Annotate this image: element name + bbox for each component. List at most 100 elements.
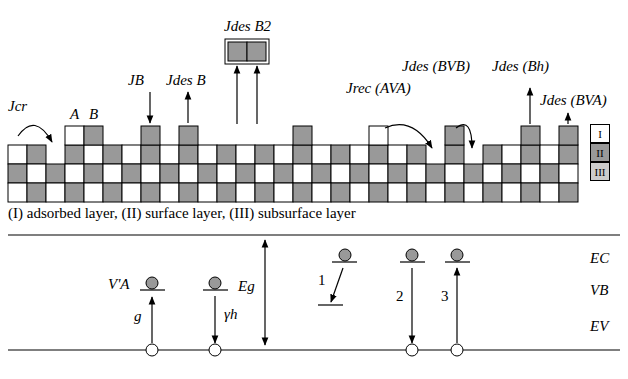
adsorbed-atom	[445, 126, 464, 145]
lattice-cell	[217, 145, 236, 164]
layer-key-box: II	[590, 143, 610, 162]
lattice-cell	[65, 183, 84, 202]
lattice-cell	[312, 164, 331, 183]
lattice-cell	[179, 183, 198, 202]
lattice-cell	[160, 145, 179, 164]
lattice-cell	[369, 183, 388, 202]
label: g	[134, 308, 142, 325]
label: A	[70, 106, 79, 123]
lattice-cell	[388, 145, 407, 164]
adsorbed-layer	[65, 126, 578, 145]
lattice-cell	[331, 183, 350, 202]
lattice-cell	[198, 183, 217, 202]
lattice-cell	[65, 164, 84, 183]
adsorbed-atom	[65, 126, 84, 145]
lattice-cell	[445, 164, 464, 183]
lattice-cell	[122, 145, 141, 164]
lattice-cell	[27, 164, 46, 183]
lattice-cell	[103, 145, 122, 164]
lattice-cell	[559, 145, 578, 164]
lattice-cell	[217, 183, 236, 202]
adsorbed-atom	[293, 126, 312, 145]
lattice-cell	[274, 183, 293, 202]
lattice-cell	[141, 145, 160, 164]
lattice-cell	[236, 183, 255, 202]
label: Jdes B	[166, 72, 206, 89]
lattice-cell	[122, 183, 141, 202]
lattice-cell	[464, 183, 483, 202]
lattice-cell	[141, 164, 160, 183]
adsorbed-atom	[369, 126, 388, 145]
label: γh	[224, 306, 237, 323]
lattice-cell	[369, 164, 388, 183]
label: Jcr	[8, 98, 27, 115]
lattice-cell	[103, 183, 122, 202]
adsorbed-atom	[521, 126, 540, 145]
lattice-cell	[540, 145, 559, 164]
lattice-cell	[8, 183, 27, 202]
label: 1	[318, 272, 326, 289]
lattice-cell	[388, 164, 407, 183]
lattice-cell	[141, 183, 160, 202]
lattice-cell	[521, 183, 540, 202]
label: 3	[441, 288, 449, 305]
lattice-cell	[255, 164, 274, 183]
adsorbed-atom	[141, 126, 160, 145]
label: EV	[590, 318, 608, 335]
lattice-cell	[198, 164, 217, 183]
lattice-cell	[274, 164, 293, 183]
lattice-cell	[179, 145, 198, 164]
lattice-cell	[407, 145, 426, 164]
lattice-cell	[521, 145, 540, 164]
label: 2	[396, 288, 404, 305]
lattice-cell	[407, 183, 426, 202]
lattice-cell	[236, 164, 255, 183]
adsorbed-atom	[559, 126, 578, 145]
lattice-cell	[46, 164, 65, 183]
flux-arrows	[18, 66, 568, 148]
lattice-cell	[84, 164, 103, 183]
lattice-cell	[293, 145, 312, 164]
lattice-cell	[350, 183, 369, 202]
label: Eg	[238, 278, 255, 295]
lattice-cell	[46, 183, 65, 202]
label: VB	[590, 282, 608, 299]
lattice-cell	[103, 164, 122, 183]
label: Jdes (Bh)	[492, 58, 549, 75]
label: JB	[128, 72, 144, 89]
layer-key-box: I	[590, 124, 610, 143]
lattice-cell	[312, 183, 331, 202]
lattice-cell	[160, 183, 179, 202]
adsorbed-atom	[179, 126, 198, 145]
lattice	[8, 145, 578, 202]
layer-numeral: III	[595, 166, 606, 178]
lattice-cell	[559, 164, 578, 183]
lattice-cell	[521, 164, 540, 183]
label: Jdes B2	[224, 18, 271, 35]
lattice-cell	[8, 164, 27, 183]
lattice-cell	[369, 145, 388, 164]
lattice-cell	[255, 183, 274, 202]
lattice-cell	[483, 164, 502, 183]
label: EC	[590, 250, 609, 267]
lattice-cell	[84, 183, 103, 202]
lattice-cell	[312, 145, 331, 164]
lattice-cell	[483, 145, 502, 164]
lattice-cell	[27, 145, 46, 164]
lattice-cell	[217, 164, 236, 183]
lattice-cell	[84, 145, 103, 164]
lattice-cell	[445, 145, 464, 164]
label: Jrec (AVA)	[346, 80, 411, 97]
lattice-cell	[483, 183, 502, 202]
lattice-cell	[350, 145, 369, 164]
lattice-cell	[350, 164, 369, 183]
lattice-cell	[464, 164, 483, 183]
lattice-cell	[65, 145, 84, 164]
lattice-cell	[198, 145, 217, 164]
lattice-cell	[426, 164, 445, 183]
lattice-cell	[331, 164, 350, 183]
label: Jdes (BVB)	[402, 58, 470, 75]
lattice-cell	[293, 164, 312, 183]
